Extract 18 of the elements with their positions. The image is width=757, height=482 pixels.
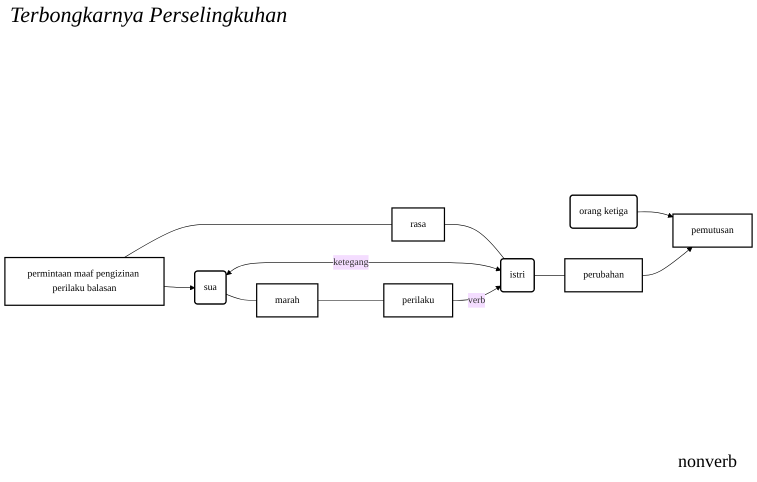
connector: [226, 294, 257, 301]
node-box: pemutusan: [672, 213, 753, 248]
edge-label: ketegang: [333, 256, 369, 268]
node-box: permintaan maaf pengizinan perilaku balasan: [4, 256, 165, 306]
node-box: perilaku: [383, 283, 454, 318]
node-box: marah: [256, 283, 318, 318]
arrow: [164, 285, 196, 290]
edge-label: verb: [468, 294, 486, 306]
connector: [124, 224, 392, 258]
note-text: nonverb: [678, 451, 737, 472]
connector: [534, 274, 566, 276]
diagram-title: Terbongkarnya Perselingkuhan: [9, 1, 288, 29]
arrow: [637, 212, 674, 218]
arrow: [642, 246, 692, 276]
node-box: perubahan: [564, 258, 643, 292]
connector: [318, 300, 384, 301]
node-box: rasa: [391, 207, 446, 242]
connector: [444, 224, 505, 260]
